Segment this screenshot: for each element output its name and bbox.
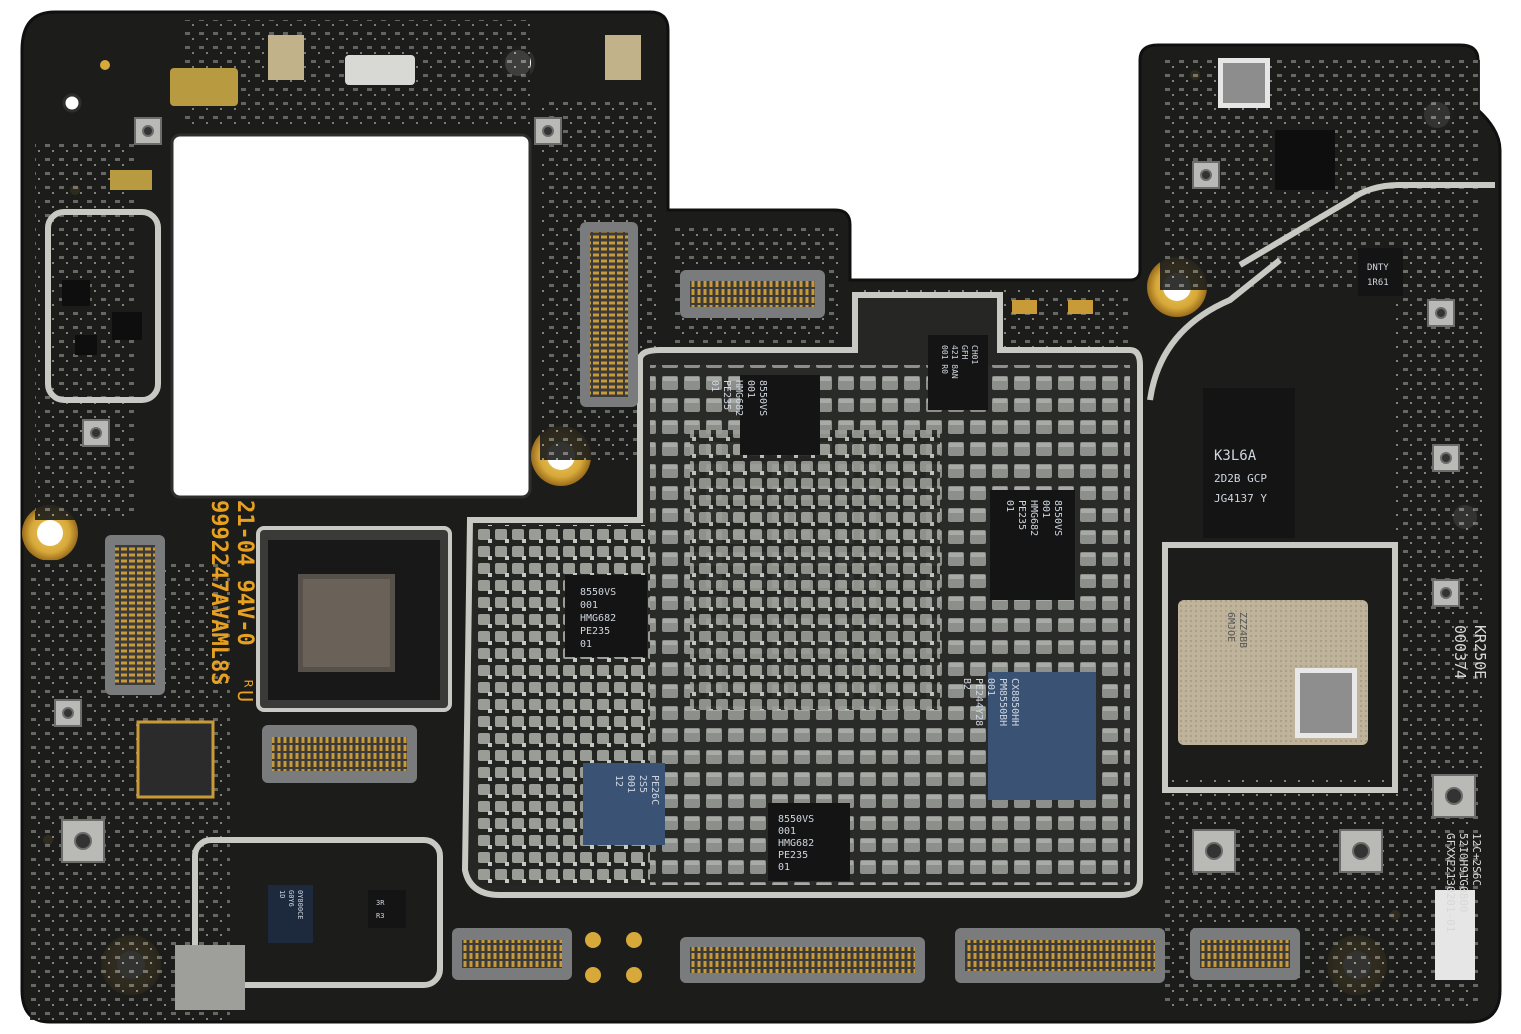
chip-line: 6MJOE	[1225, 612, 1236, 642]
chip-line: 12	[613, 775, 624, 787]
chip-line: 001	[625, 775, 636, 793]
chip-line: 0Y800CE	[296, 890, 304, 920]
svg-text:0Y800CE G0Y6 1D: 0Y800CE G0Y6 1D	[278, 890, 304, 924]
chip-line: HMG682	[580, 613, 616, 624]
chip-pmic-blue: PE26C 2S5 001 12	[583, 763, 665, 845]
wifi-module: ZZZ4BB 6MJOE	[1178, 600, 1368, 745]
chip-line: 001	[745, 380, 756, 398]
svg-text:8550VS 001 HMG682: 8550VS 001 HMG682 PE235 01	[778, 814, 820, 873]
board-id-line1: 9992247AVAML8S	[206, 500, 231, 685]
chip-line: 001	[985, 678, 996, 696]
rf-connectors	[54, 117, 1476, 873]
chip-small-bottom-right: 3R R3	[368, 890, 406, 928]
svg-text:3R R3: 3R R3	[376, 899, 389, 920]
chip-line: 001	[1040, 500, 1051, 518]
chip-line: R3	[376, 912, 384, 920]
chip-memory-right: 8550VS 001 HMG682 PE235 01	[990, 490, 1075, 600]
chip-line: ZZZ4BB	[1237, 612, 1248, 648]
chip-line: PE244Y28	[973, 678, 984, 726]
chip-line: PE26C	[649, 775, 660, 805]
shield-left	[45, 209, 161, 403]
svg-text:K3L6A 2D2B GCP JG4: K3L6A 2D2B GCP JG4137 Y	[1214, 448, 1275, 505]
svg-text:PE26C 2S5 001: PE26C 2S5 001 12	[613, 775, 660, 811]
chip-pmic: CX8850HH PM8550BH 001 PE244Y28 B2	[961, 672, 1096, 800]
chip-line: PE235	[721, 380, 732, 410]
chip-line: PE235	[580, 626, 610, 637]
chip-line: 2D2B GCP	[1214, 472, 1267, 485]
rev-label: KR250E	[1471, 625, 1489, 679]
chip-line: HMG682	[1028, 500, 1039, 536]
chip-line: PE235	[1016, 500, 1027, 530]
chip-line: JG4137 Y	[1214, 492, 1267, 505]
chip-soc-module	[256, 526, 452, 712]
lot-line2: 5210H91G0800	[1457, 833, 1470, 912]
chip-line: CX8850HH	[1009, 678, 1020, 726]
svg-text:DNTY 1R61: DNTY 1R61	[1367, 263, 1394, 288]
chip-line: 1D	[278, 890, 286, 898]
chip-ufs: K3L6A 2D2B GCP JG4137 Y	[1203, 388, 1295, 538]
svg-text:8550VS 001 HMG682: 8550VS 001 HMG682 PE235 01	[1004, 500, 1063, 542]
chip-line: 421 8AN	[950, 345, 959, 379]
rev-code: 000374	[1451, 625, 1469, 679]
shield-right	[1147, 182, 1495, 401]
chip-line: G0Y6	[287, 890, 295, 907]
chip-line: 01	[1004, 500, 1015, 512]
svg-text:CH01 GFH 421 8AN: CH01 GFH 421 8AN 001 R0	[940, 345, 979, 384]
chip-line: K3L6A	[1214, 448, 1257, 464]
chip-line: HMG682	[778, 838, 814, 849]
chip-small-right: DNTY 1R61	[1358, 248, 1403, 296]
chip-line: 01	[580, 639, 592, 650]
chip-line: 3R	[376, 899, 385, 907]
chip-line: 2S5	[637, 775, 648, 793]
chip-line: 8550VS	[778, 814, 814, 825]
chip-small-top: CH01 GFH 421 8AN 001 R0	[928, 335, 988, 410]
chip-memory-left: 8550VS 001 HMG682 PE235 01	[565, 575, 647, 657]
svg-text:8550VS 001 HMG682: 8550VS 001 HMG682 PE235 01	[580, 587, 622, 650]
svg-text:8550VS 001 HMG682: 8550VS 001 HMG682 PE235 01	[709, 380, 768, 422]
chip-line: 1R61	[1367, 278, 1389, 288]
chip-line: PM8550BH	[997, 678, 1008, 726]
board-id-line2: 21-04 94V-0	[232, 500, 257, 646]
chip-line: 8550VS	[1052, 500, 1063, 536]
chip-memory-top: 8550VS 001 HMG682 PE235 01	[709, 375, 820, 455]
chip-line: PE235	[778, 850, 808, 861]
chip-line: B2	[961, 678, 972, 690]
camera-cutout	[170, 133, 532, 499]
silkscreen-rev: KR250E 000374	[1451, 625, 1489, 679]
silkscreen-board-id: 9992247AVAML8S 21-04 94V-0 ᴿU	[206, 500, 257, 702]
chip-line: 001 R0	[940, 345, 949, 374]
chip-line: DNTY	[1367, 263, 1389, 273]
board-connectors	[105, 222, 1300, 983]
chip-line: 001	[778, 826, 796, 837]
chip-line: 8550VS	[757, 380, 768, 416]
silkscreen-lot: 12C+2S6C 5210H91G0800 GFXXE2130201-01	[1444, 833, 1483, 932]
chip-line: CH01	[970, 345, 979, 364]
chip-line: 8550VS	[580, 587, 616, 598]
chip-line: 001	[580, 600, 598, 611]
shield-bottom-left	[192, 837, 443, 988]
lot-line1: 12C+2S6C	[1470, 833, 1483, 886]
svg-text:ZZZ4BB 6MJOE: ZZZ4BB 6MJOE	[1225, 612, 1248, 654]
chip-line: 01	[778, 862, 790, 873]
chip-line: HMG682	[733, 380, 744, 416]
lot-line3: GFXXE2130201-01	[1444, 833, 1457, 932]
chip-line: 01	[709, 380, 720, 392]
chip-memory-bottom: 8550VS 001 HMG682 PE235 01	[768, 803, 850, 881]
svg-text:CX8850HH PM8550BH: CX8850HH PM8550BH 001 PE244Y28 B2	[961, 678, 1020, 732]
chip-small-bottom-left: 0Y800CE G0Y6 1D	[268, 885, 313, 943]
chip-line: GFH	[960, 345, 969, 360]
board-id-mark: ᴿU	[233, 678, 257, 702]
